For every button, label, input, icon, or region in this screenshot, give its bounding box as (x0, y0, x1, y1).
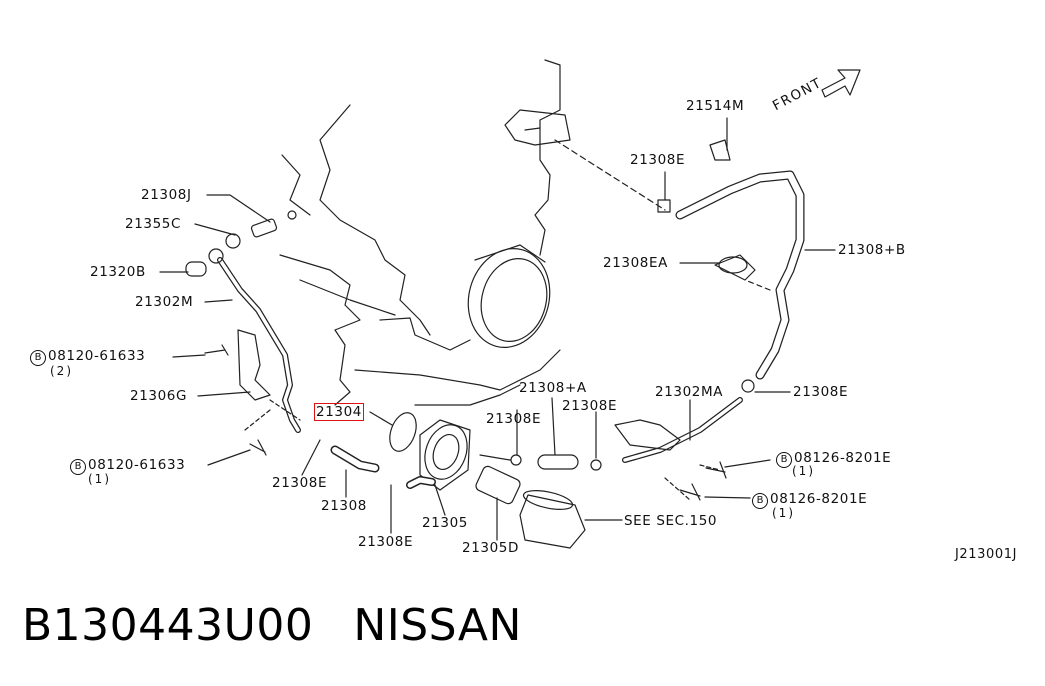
highlighted-part-21304: 21304 (314, 403, 364, 421)
part-number: B130443U00 (22, 600, 314, 651)
label-21514M[interactable]: 21514M (686, 98, 745, 114)
qty-08126-bottom: (1) (772, 506, 795, 520)
label-08120-top-text: 08120-61633 (48, 348, 146, 364)
qty-08120-bottom: (1) (88, 472, 111, 486)
crank-pulley (467, 248, 551, 348)
label-21302MA[interactable]: 21302MA (655, 384, 724, 400)
label-21306G[interactable]: 21306G (130, 388, 188, 404)
label-21308EA[interactable]: 21308EA (603, 255, 668, 271)
label-21305D[interactable]: 21305D (462, 540, 519, 556)
label-21355C[interactable]: 21355C (125, 216, 181, 232)
engine-block-outline (534, 59, 561, 256)
label-21308E-e[interactable]: 21308E (793, 384, 849, 400)
label-08126-top-text: 08126-8201E (794, 450, 892, 466)
bolt-marker-icon: B (752, 493, 768, 509)
front-arrow (821, 69, 861, 98)
qty-08126-top: (1) (792, 464, 815, 478)
label-21308J[interactable]: 21308J (141, 187, 192, 203)
qty-08120-top: (2) (50, 364, 73, 378)
label-21308E-f[interactable]: 21308E (630, 152, 686, 168)
brand-name: NISSAN (353, 600, 522, 651)
bolt-marker-icon: B (70, 459, 86, 475)
label-08126-bottom-text: 08126-8201E (770, 491, 868, 507)
bolt-marker-icon: B (30, 350, 46, 366)
label-21305[interactable]: 21305 (422, 515, 468, 531)
reference-code: J213001J (955, 547, 1018, 562)
label-21320B[interactable]: 21320B (90, 264, 146, 280)
label-21308E-a[interactable]: 21308E (272, 475, 328, 491)
label-21308-plus-A[interactable]: 21308+A (519, 380, 587, 396)
label-21308-plus-B[interactable]: 21308+B (838, 242, 906, 258)
label-21308[interactable]: 21308 (321, 498, 367, 514)
label-21308E-c[interactable]: 21308E (486, 411, 542, 427)
bolt-marker-icon: B (776, 452, 792, 468)
caption: B130443U00 NISSAN (22, 600, 522, 651)
label-21308E-b[interactable]: 21308E (358, 534, 414, 550)
o-ring (389, 412, 417, 452)
label-21308E-d[interactable]: 21308E (562, 398, 618, 414)
label-see-sec-150[interactable]: SEE SEC.150 (624, 513, 718, 529)
label-21304[interactable]: 21304 (314, 403, 364, 421)
label-08120-bottom-text: 08120-61633 (88, 457, 186, 473)
oil-filter (519, 494, 586, 549)
label-21302M[interactable]: 21302M (135, 294, 194, 310)
engine-line-art (159, 59, 861, 549)
